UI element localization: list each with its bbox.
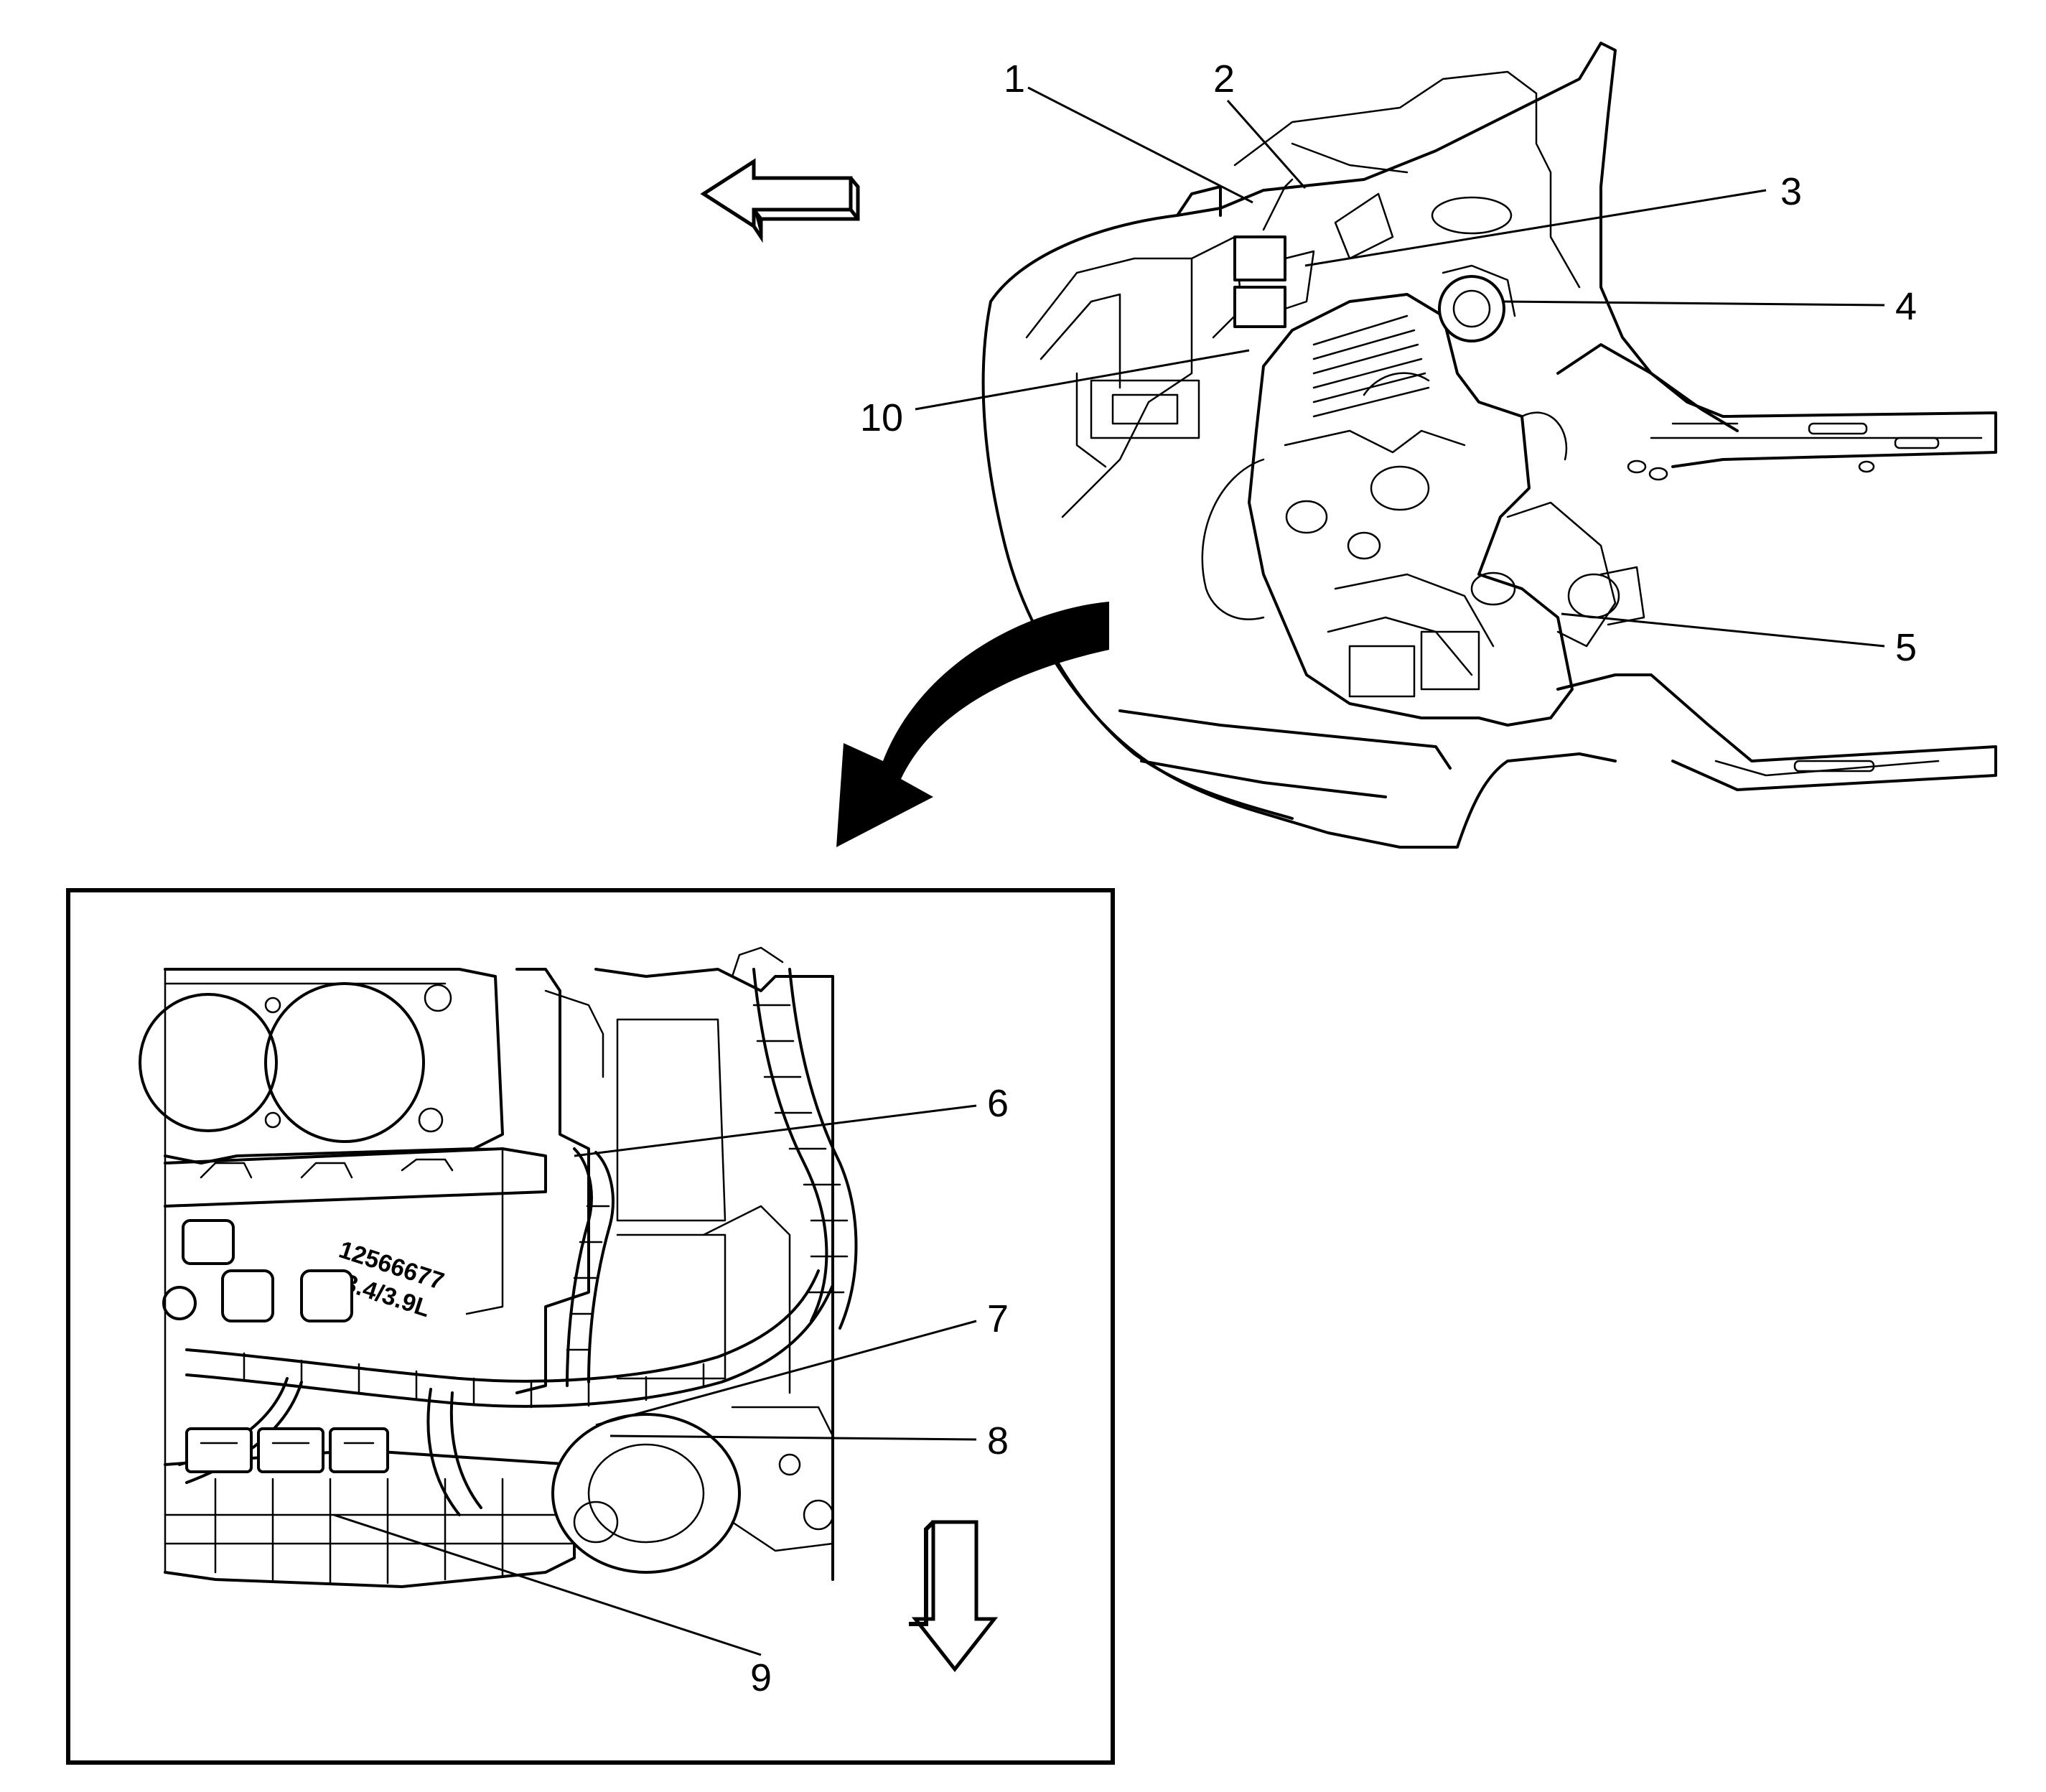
callout-6: 6	[987, 1082, 1009, 1125]
callout-4: 4	[1895, 285, 1917, 328]
callout-1: 1	[1004, 57, 1025, 101]
arrow-left-icon	[700, 158, 860, 243]
leader-lines	[333, 86, 1885, 1656]
callout-9: 9	[750, 1656, 772, 1699]
harness-connector	[185, 1427, 389, 1473]
arrow-down-icon	[909, 1520, 999, 1673]
detail-inset: 12566677 3.4/3.9L	[66, 888, 1115, 1765]
engine-assembly	[1201, 264, 1645, 727]
callouts: 1 2 3 4 5 6 7 8 9 10	[750, 57, 1917, 1699]
callout-10: 10	[860, 396, 903, 439]
engine-block-closeup: 12566677 3.4/3.9L	[139, 946, 858, 1588]
callout-2: 2	[1213, 57, 1235, 101]
callout-5: 5	[1895, 626, 1917, 669]
callout-8: 8	[987, 1419, 1009, 1462]
curved-arrow-icon	[836, 602, 1109, 847]
vehicle-overview	[981, 42, 1997, 849]
callout-3: 3	[1780, 170, 1802, 213]
callout-7: 7	[987, 1297, 1009, 1340]
sensor-connector	[162, 1219, 353, 1322]
